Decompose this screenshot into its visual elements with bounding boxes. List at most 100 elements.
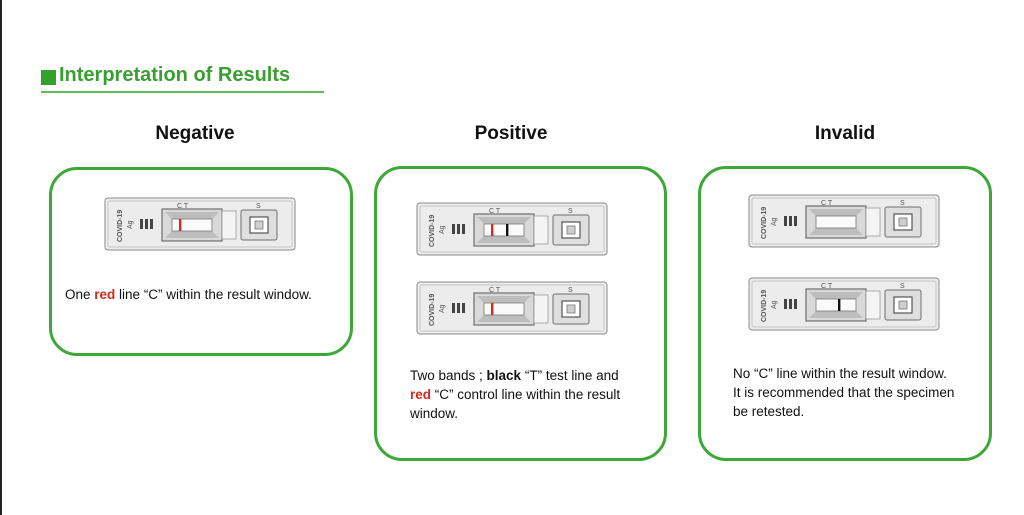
sample-well-center (566, 304, 576, 314)
result-window (815, 215, 857, 229)
window-bevel (477, 315, 531, 322)
cassette-marks: C T (489, 208, 501, 215)
window-bevel (809, 292, 863, 299)
window-bevel (809, 311, 863, 318)
grip-bar (457, 303, 460, 313)
caption-line: red “C” control line within the result (410, 385, 620, 404)
heading-rule (41, 91, 324, 93)
caption-line: Two bands ; black “T” test line and (410, 366, 620, 385)
cassette-label: COVID-19 (117, 210, 124, 242)
window-bevel (477, 217, 531, 224)
grip-bar (784, 299, 787, 309)
cassette-divider (865, 290, 881, 320)
grip-bar (145, 219, 148, 229)
section-heading: Interpretation of Results (41, 62, 324, 94)
cassette-label: COVID-19 (429, 215, 436, 247)
grip-bar (457, 224, 460, 234)
title-invalid: Invalid (814, 123, 876, 144)
cassette-label: COVID-19 (761, 290, 768, 322)
grip-bar (789, 216, 792, 226)
title-positive: Positive (474, 123, 548, 144)
result-window (483, 223, 525, 237)
test-line (506, 224, 509, 236)
cassette-inner-edge (107, 200, 293, 248)
control-line (491, 224, 494, 236)
grip-bar (150, 219, 153, 229)
positive-caption: Two bands ; black “T” test line and red … (410, 366, 620, 423)
cassette-inner-edge (751, 197, 937, 245)
cassette-label-ag: Ag (439, 304, 446, 313)
caption-black-word: black (486, 368, 522, 383)
sample-well-center (898, 300, 908, 310)
grip-bar (794, 299, 797, 309)
window-bevel (809, 228, 863, 235)
sample-mark: S (900, 283, 905, 290)
grip-bar (452, 303, 455, 313)
window-bevel (165, 212, 219, 219)
grip-bar (452, 224, 455, 234)
caption-line: It is recommended that the specimen (733, 385, 955, 400)
cassette-label: COVID-19 (761, 207, 768, 239)
result-window (815, 298, 857, 312)
control-line (179, 219, 182, 231)
grip-bar (462, 224, 465, 234)
heading-text: Interpretation of Results (59, 64, 291, 86)
caption-part: One (65, 287, 95, 302)
cassette-label-ag: Ag (127, 220, 134, 229)
caption-part: “T” test line and (521, 368, 619, 383)
cassette-label: COVID-19 (429, 294, 436, 326)
test-line (838, 299, 841, 311)
title-negative: Negative (155, 123, 235, 144)
cassette-inner-edge (419, 205, 605, 253)
control-line (491, 303, 494, 315)
cassette-divider (221, 210, 237, 240)
caption-part: “C” control line within the result (431, 387, 621, 402)
cassette-inner-edge (751, 280, 937, 328)
invalid-caption: No “C” line within the result window. It… (733, 364, 954, 421)
result-window (483, 302, 525, 316)
negative-caption: One red line “C” within the result windo… (65, 285, 312, 304)
caption-line: be retested. (733, 404, 805, 419)
grip-bar (784, 216, 787, 226)
result-window (171, 218, 213, 232)
sample-mark: S (568, 287, 573, 294)
left-border (0, 0, 2, 515)
cassette-label-ag: Ag (439, 225, 446, 234)
grip-bar (462, 303, 465, 313)
caption-part: line “C” within the result window. (115, 287, 312, 302)
cassette-marks: C T (177, 203, 189, 210)
cassette-divider (865, 207, 881, 237)
grip-bar (789, 299, 792, 309)
grip-bar (140, 219, 143, 229)
cassette-label-ag: Ag (771, 300, 778, 309)
window-bevel (477, 296, 531, 303)
caption-red-word: red (410, 387, 432, 402)
cassette-inner-edge (419, 284, 605, 332)
cassette-marks: C T (821, 200, 833, 207)
cassette-marks: C T (821, 283, 833, 290)
sample-well-center (254, 220, 264, 230)
window-bevel (165, 231, 219, 238)
caption-part: Two bands ; (410, 368, 487, 383)
caption-line: window. (410, 406, 459, 421)
cassette-divider (533, 215, 549, 245)
sample-mark: S (256, 203, 261, 210)
cassette-divider (533, 294, 549, 324)
heading-square-icon (41, 70, 56, 85)
sample-mark: S (900, 200, 905, 207)
cassette-marks: C T (489, 287, 501, 294)
grip-bar (794, 216, 797, 226)
window-bevel (477, 236, 531, 243)
cassette-label-ag: Ag (771, 217, 778, 226)
